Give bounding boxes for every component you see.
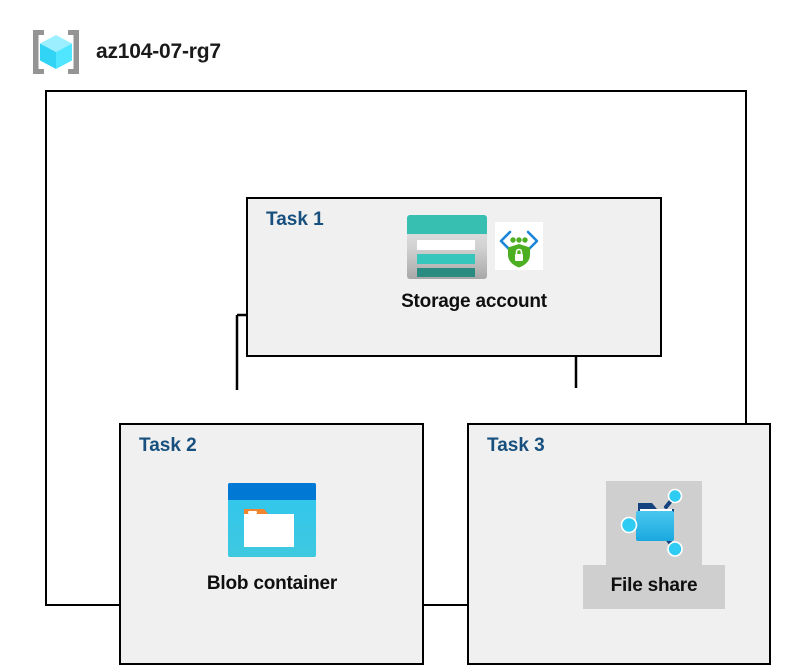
resource-group-icon: [30, 28, 82, 76]
file-share-caption-highlight: File share: [582, 565, 726, 609]
storage-account-caption: Storage account: [401, 291, 547, 312]
node-file-share[interactable]: File share: [559, 481, 749, 609]
storage-account-icon: [407, 215, 487, 279]
task-3-box: Task 3: [467, 423, 771, 665]
resource-group-container: Task 1: [45, 90, 771, 665]
node-storage-account[interactable]: Storage account: [344, 213, 604, 313]
resource-group-header: az104-07-rg7: [30, 28, 221, 76]
file-share-icon: [620, 488, 683, 557]
file-share-caption: File share: [610, 575, 698, 596]
task-2-label: Task 2: [139, 435, 197, 456]
blob-container-icon: [228, 483, 316, 557]
storage-security-icon: [495, 222, 543, 270]
blob-container-caption: Blob container: [206, 573, 338, 594]
file-share-icon-highlight: [606, 481, 702, 565]
task-2-box: Task 2 Blob container: [119, 423, 424, 665]
task-1-label: Task 1: [266, 209, 324, 230]
task-3-label: Task 3: [487, 435, 545, 456]
resource-group-name: az104-07-rg7: [96, 40, 221, 63]
storage-account-icon-row: [405, 213, 543, 285]
task-1-box: Task 1: [246, 197, 662, 357]
node-blob-container[interactable]: Blob container: [177, 481, 367, 595]
